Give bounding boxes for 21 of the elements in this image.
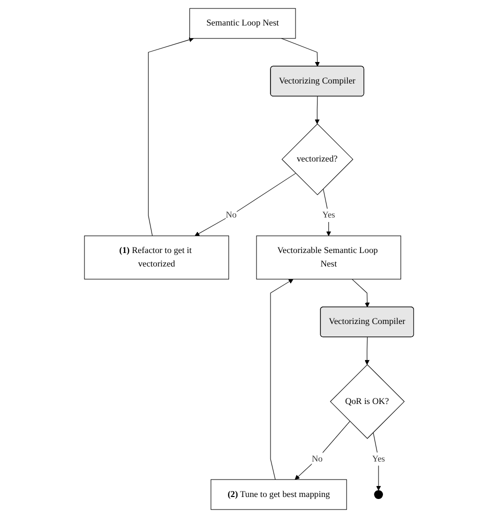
- node-diamond: QoR is OK?: [330, 364, 405, 439]
- arrow: [364, 336, 370, 365]
- arrow: [322, 188, 332, 236]
- arrow: [148, 37, 194, 236]
- node-box: (1) Refactor to get it vectorized: [84, 236, 229, 280]
- node-box: (2) Tune to get best mapping: [210, 479, 347, 510]
- edge-label: Yes: [372, 454, 385, 464]
- arrow: [352, 278, 370, 308]
- node-box: Vectorizable Semantic Loop Nest: [256, 236, 402, 280]
- node-box: Semantic Loop Nest: [189, 8, 296, 39]
- arrow: [194, 173, 296, 236]
- arrow: [294, 421, 350, 480]
- node-circle: [374, 490, 383, 499]
- edge-label: No: [226, 210, 236, 220]
- edge-label: Yes: [322, 210, 336, 220]
- arrow: [372, 432, 381, 491]
- edge-label: No: [312, 454, 323, 464]
- arrow: [270, 278, 294, 480]
- arrow: [280, 38, 320, 67]
- node-diamond: vectorized?: [282, 124, 354, 196]
- arrow: [314, 96, 320, 124]
